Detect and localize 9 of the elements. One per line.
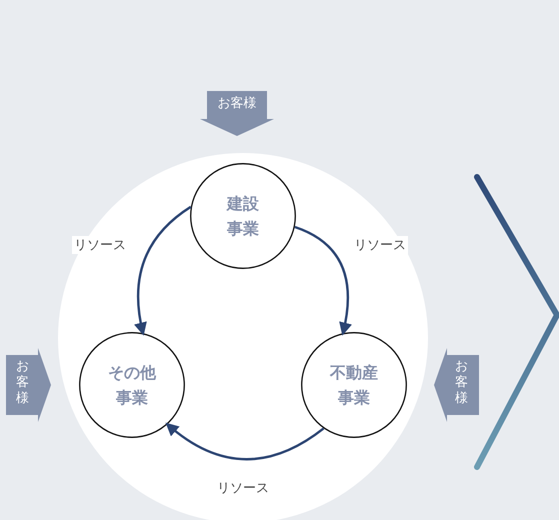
customer-label: お客様 — [454, 359, 469, 407]
business-label: 不動産事業 — [328, 362, 379, 409]
business-label: その他事業 — [107, 362, 158, 409]
arrow — [134, 206, 192, 336]
customer-label: お客様 — [15, 359, 30, 407]
arrow — [165, 422, 324, 460]
business-label: 建設事業 — [225, 193, 260, 240]
arrow — [294, 226, 352, 336]
customer-label: お客様 — [216, 96, 258, 112]
